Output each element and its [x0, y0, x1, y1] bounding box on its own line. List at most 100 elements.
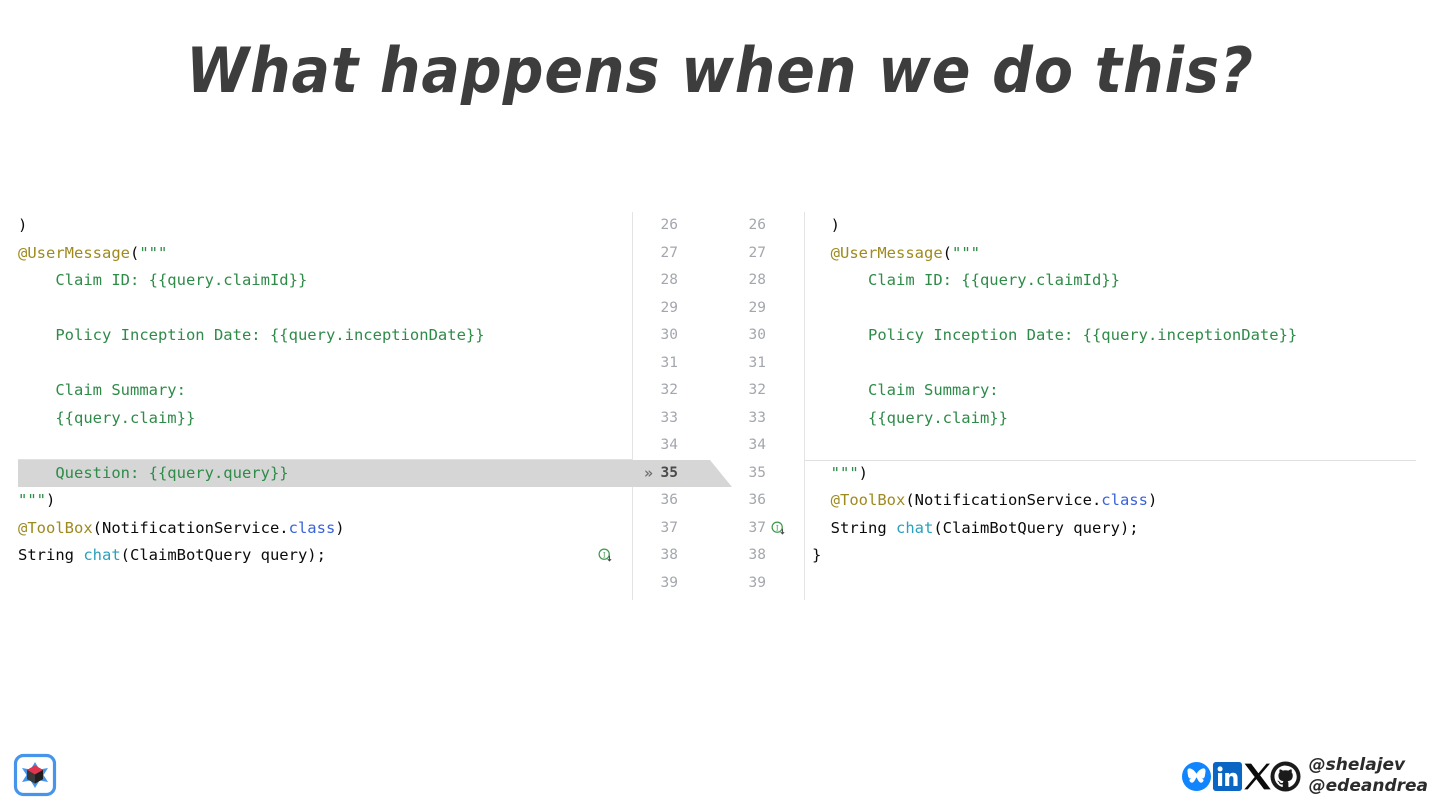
code-token-ann: @ToolBox: [18, 518, 93, 537]
code-token-str: Claim Summary:: [812, 381, 999, 399]
code-line: }: [812, 542, 1432, 570]
line-number[interactable]: 27: [748, 244, 766, 261]
code-token-plain: String: [812, 518, 896, 537]
line-number[interactable]: 39: [660, 574, 678, 591]
removed-line-highlight: [18, 460, 632, 487]
line-number[interactable]: 34: [748, 437, 766, 453]
page-title: What happens when we do this?: [186, 34, 1254, 107]
code-line: Claim Summary:: [18, 377, 632, 405]
line-number[interactable]: 37: [660, 519, 678, 536]
code-token-plain: ): [812, 216, 840, 234]
line-number[interactable]: 30: [748, 327, 766, 343]
line-number[interactable]: 28: [660, 272, 678, 288]
handle-edeandrea: @edeandrea: [1308, 776, 1428, 796]
line-number[interactable]: 36: [748, 492, 766, 508]
line-number[interactable]: 27: [660, 244, 678, 261]
line-number[interactable]: 31: [748, 354, 766, 371]
social-handles: @shelajev @edeandrea: [1309, 755, 1428, 797]
code-token-plain: ): [1147, 491, 1158, 509]
code-line: [812, 295, 1432, 323]
code-line: [18, 350, 632, 378]
code-line: """): [18, 487, 632, 515]
code-token-str: """: [139, 243, 168, 262]
line-number[interactable]: 33: [748, 409, 766, 426]
code-line: Claim Summary:: [812, 377, 1432, 405]
line-number[interactable]: 32: [748, 382, 766, 398]
code-token-str: """: [812, 463, 859, 482]
code-line: String chat(ClaimBotQuery query);: [18, 542, 632, 570]
code-token-str: Claim ID: {{query.claimId}}: [18, 271, 308, 289]
line-number[interactable]: 30: [660, 327, 678, 343]
code-token-str: {{query.claim}}: [812, 408, 1008, 427]
code-token-ann: @UserMessage: [18, 243, 130, 262]
svg-text:I: I: [776, 523, 779, 532]
code-token-kw: class: [1101, 491, 1148, 509]
code-line: Policy Inception Date: {{query.inception…: [18, 322, 632, 350]
code-line: [18, 570, 632, 598]
svg-text:I: I: [603, 550, 606, 559]
line-number[interactable]: 29: [748, 299, 766, 316]
line-number[interactable]: 35: [748, 464, 766, 481]
code-token-str: Claim Summary:: [18, 381, 186, 399]
line-number[interactable]: 33: [660, 409, 678, 426]
code-token-plain: (: [129, 243, 140, 262]
code-line: @UserMessage(""": [812, 240, 1432, 268]
bluesky-icon[interactable]: [1181, 761, 1212, 792]
social-bar: @shelajev @edeandrea: [1181, 752, 1428, 800]
code-token-str: Claim ID: {{query.claimId}}: [812, 271, 1120, 289]
code-token-plain: (NotificationService.: [905, 491, 1102, 509]
quarkus-logo: [13, 753, 57, 797]
code-line: ): [812, 212, 1432, 240]
linkedin-icon[interactable]: [1212, 761, 1243, 792]
code-line: [18, 432, 632, 460]
code-token-plain: (ClaimBotQuery query);: [120, 546, 326, 564]
code-line: ): [18, 212, 632, 240]
code-token-str: """: [18, 491, 46, 509]
diff-pane-left[interactable]: )@UserMessage(""" Claim ID: {{query.clai…: [18, 212, 632, 600]
code-token-fn: chat: [896, 518, 934, 537]
code-line: @ToolBox(NotificationService.class): [812, 487, 1432, 515]
code-line: [812, 570, 1432, 598]
line-number[interactable]: 34: [660, 437, 678, 453]
code-token-kw: class: [288, 518, 336, 537]
inspection-gutter-icon[interactable]: I: [598, 548, 613, 563]
code-line: String chat(ClaimBotQuery query);: [812, 515, 1432, 543]
code-line: [18, 295, 632, 323]
code-line: @ToolBox(NotificationService.class): [18, 515, 632, 543]
line-number[interactable]: 38: [748, 547, 766, 563]
code-token-plain: }: [812, 546, 822, 564]
line-number[interactable]: 35: [660, 464, 678, 481]
diff-change-rule-left: [18, 459, 632, 460]
code-line: {{query.claim}}: [812, 405, 1432, 433]
inspection-gutter-icon[interactable]: I: [771, 521, 786, 536]
github-icon[interactable]: [1270, 760, 1301, 792]
diff-pane-right[interactable]: ) @UserMessage(""" Claim ID: {{query.cla…: [812, 212, 1432, 600]
line-number[interactable]: 26: [748, 217, 766, 233]
code-token-plain: (: [942, 243, 952, 262]
gutter-divider-right: [804, 212, 805, 600]
code-token-fn: chat: [83, 546, 121, 564]
code-line: @UserMessage(""": [18, 240, 632, 268]
code-token-plain: ): [335, 518, 345, 537]
code-line: {{query.claim}}: [18, 405, 632, 433]
line-number[interactable]: 36: [660, 492, 678, 508]
code-token-ann: @ToolBox: [812, 491, 906, 509]
code-token-str: {{query.claim}}: [18, 408, 196, 427]
line-number[interactable]: 26: [660, 217, 678, 233]
line-number[interactable]: 39: [748, 574, 766, 591]
line-number[interactable]: 28: [748, 272, 766, 288]
diff-change-chevron-icon[interactable]: »: [644, 464, 654, 482]
x-icon[interactable]: [1241, 760, 1274, 793]
code-token-plain: (NotificationService.: [92, 518, 289, 537]
code-line: Claim ID: {{query.claimId}}: [812, 267, 1432, 295]
code-token-str: Policy Inception Date: {{query.inception…: [812, 326, 1298, 344]
code-line: Question: {{query.query}}: [18, 460, 632, 488]
line-number[interactable]: 32: [660, 382, 678, 398]
line-number[interactable]: 31: [660, 354, 678, 371]
code-token-str: Question: {{query.query}}: [18, 463, 289, 482]
line-number[interactable]: 29: [660, 299, 678, 316]
